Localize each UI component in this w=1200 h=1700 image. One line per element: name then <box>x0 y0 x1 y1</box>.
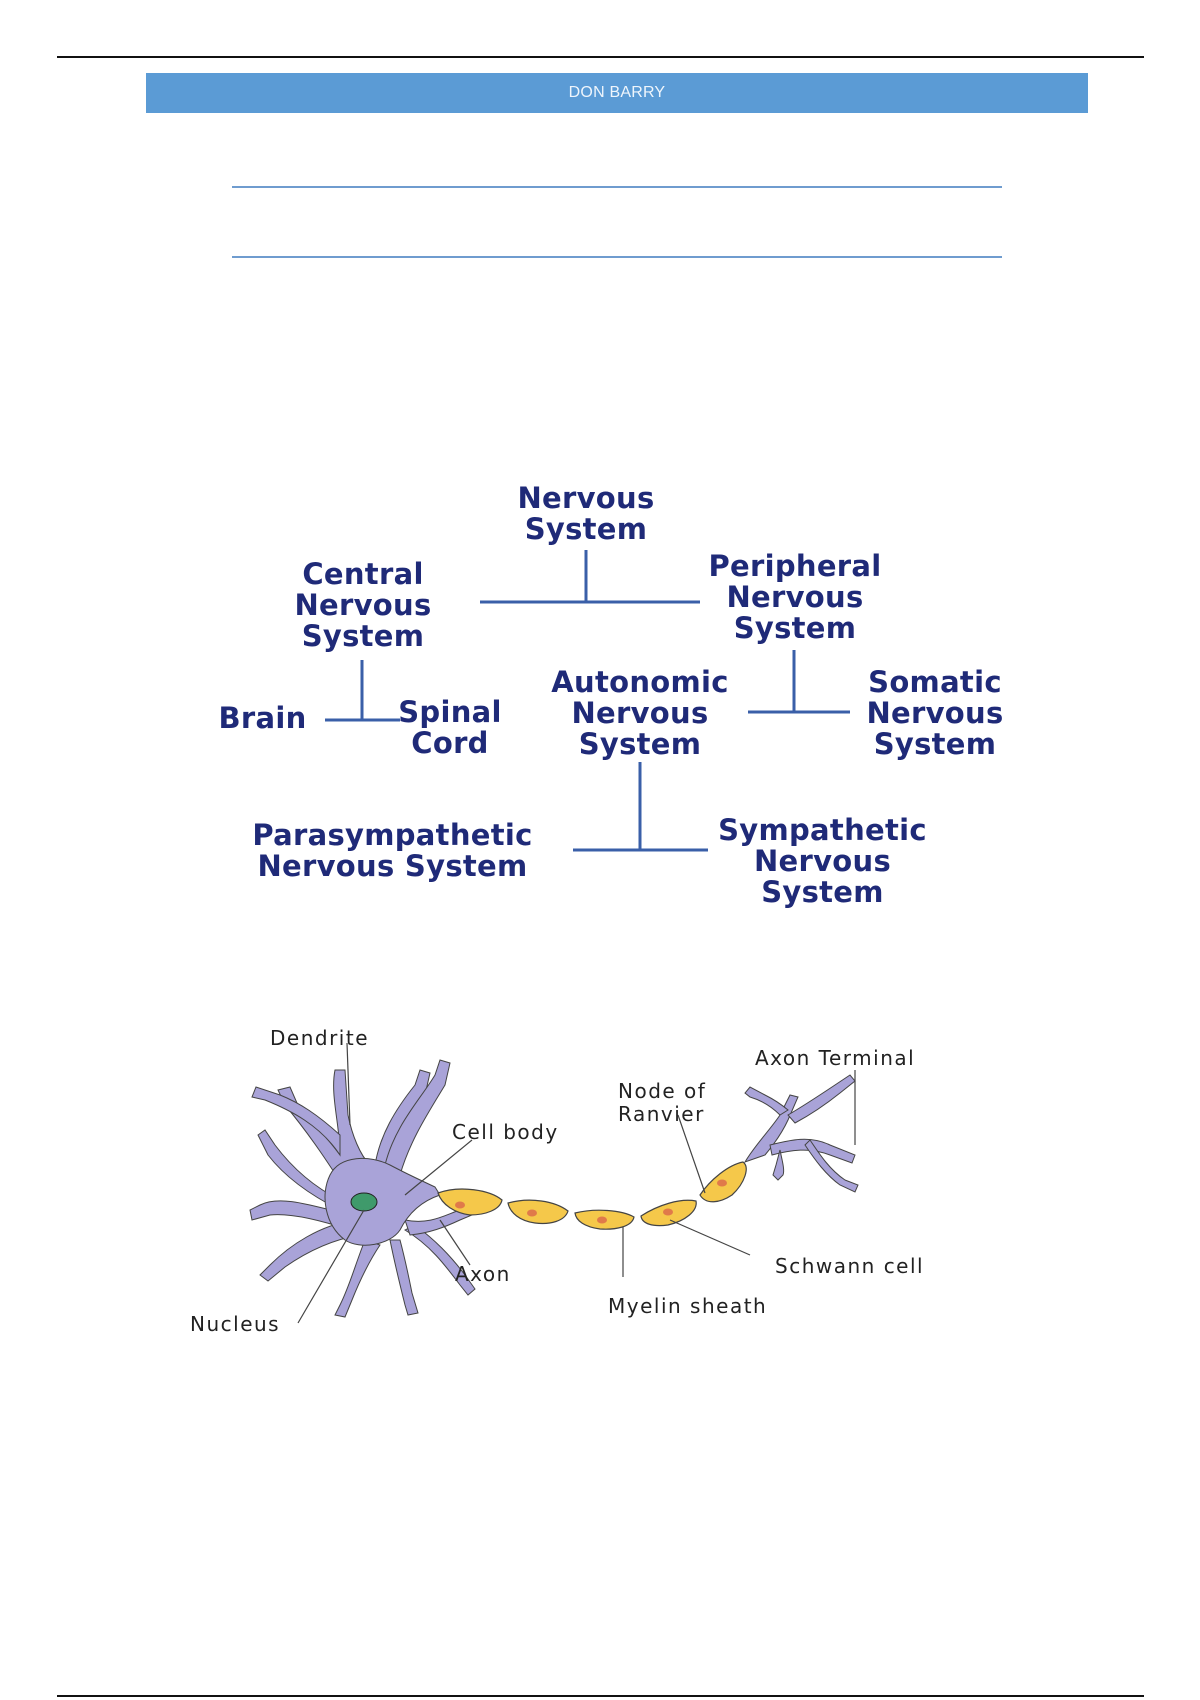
label-node-of-ranvier: Node of Ranvier <box>618 1079 707 1126</box>
node-parasympathetic-nervous-system: Parasympathetic Nervous System <box>252 818 533 883</box>
title-rule-upper <box>232 186 1002 188</box>
pointer-nucleus <box>297 1209 365 1324</box>
dendrites <box>249 1059 476 1318</box>
node-somatic-nervous-system: Somatic Nervous System <box>866 665 1004 761</box>
pointer-node-ranvier <box>677 1114 706 1194</box>
neuron-illustration <box>249 1042 859 1324</box>
node-spinal-cord: Spinal Cord <box>398 695 502 760</box>
node-nervous-system: Nervous System <box>517 481 655 546</box>
pointer-dendrite <box>346 1042 351 1126</box>
label-cell-body: Cell body <box>452 1120 559 1144</box>
label-axon: Axon <box>455 1262 511 1286</box>
node-autonomic-nervous-system: Autonomic Nervous System <box>551 665 729 761</box>
label-dendrite: Dendrite <box>270 1026 370 1050</box>
pointer-axon <box>439 1219 471 1266</box>
label-myelin-sheath: Myelin sheath <box>608 1294 768 1318</box>
schwann-nuclei <box>455 1179 727 1224</box>
tree-connectors <box>325 550 850 852</box>
node-central-nervous-system: Central Nervous System <box>294 557 432 653</box>
author-banner: DON BARRY <box>146 73 1088 113</box>
node-sympathetic-nervous-system: Sympathetic Nervous System <box>718 813 927 909</box>
label-nucleus: Nucleus <box>190 1312 281 1336</box>
pointer-schwann <box>669 1219 751 1256</box>
nervous-system-tree-diagram: Nervous System Central Nervous System Pe… <box>210 475 1030 915</box>
nucleus-shape <box>350 1192 378 1212</box>
page-bottom-rule <box>57 1695 1144 1697</box>
label-schwann-cell: Schwann cell <box>775 1254 925 1278</box>
axon-terminal-branches <box>743 1074 859 1193</box>
neuron-diagram: Dendrite Cell body Nucleus Axon Myelin s… <box>190 1015 1050 1355</box>
node-peripheral-nervous-system: Peripheral Nervous System <box>708 549 882 645</box>
pointer-cell-body <box>404 1139 473 1196</box>
myelin-segments <box>437 1161 747 1230</box>
node-brain: Brain <box>218 701 307 735</box>
page-top-rule <box>57 56 1144 58</box>
author-name: DON BARRY <box>568 84 666 101</box>
title-rule-lower <box>232 256 1002 258</box>
label-axon-terminal: Axon Terminal <box>755 1046 916 1070</box>
